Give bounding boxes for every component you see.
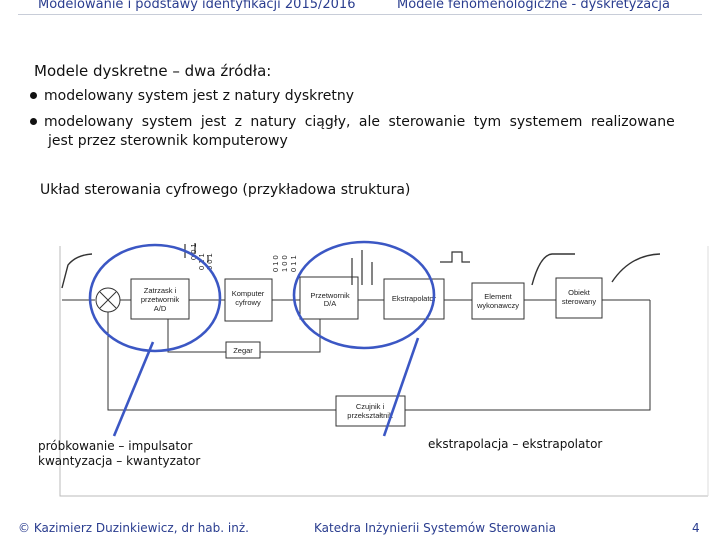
- sensor-block-label-2: przekształtnik: [347, 411, 393, 420]
- bullet-dot-icon: [30, 91, 37, 99]
- computer-block-label-1: Komputer: [232, 289, 265, 298]
- ad-block-label-1: Zatrzask i: [144, 286, 177, 295]
- bullet-dot-icon: [30, 117, 37, 125]
- pointer-line-extrapolation: [382, 337, 420, 437]
- note-sampling-quantization: próbkowanie – impulsator kwantyzacja – k…: [38, 439, 200, 469]
- svg-text:0 1 1: 0 1 1: [289, 255, 298, 272]
- clock-block-label: Zegar: [233, 346, 253, 355]
- da-block-label-2: D/A: [324, 299, 337, 308]
- bits-after-computer: 0 1 0 1 0 0 0 1 1: [271, 255, 298, 272]
- extrapolator-block-label: Ekstrapolator: [392, 294, 437, 303]
- da-block-label-1: Przetwornik: [310, 291, 349, 300]
- note-sampling: próbkowanie – impulsator: [38, 439, 193, 453]
- svg-text:0 1 0: 0 1 0: [271, 255, 280, 272]
- svg-text:1 0 0: 1 0 0: [280, 255, 289, 272]
- ad-block-label-2: przetwornik: [141, 295, 180, 304]
- ad-block-label-3: A/D: [154, 304, 167, 313]
- plant-block-label-2: sterowany: [562, 297, 596, 306]
- bullet-discrete-system: modelowany system jest z natury dyskretn…: [30, 87, 354, 106]
- svg-text:0 0 1: 0 0 1: [189, 243, 198, 260]
- note-quantization: kwantyzacja – kwantyzator: [38, 454, 201, 468]
- footer-author: © Kazimierz Duzinkiewicz, dr hab. inż.: [18, 521, 249, 535]
- pointer-line-sampling: [112, 341, 155, 437]
- bullet-text: modelowany system jest z natury ciągły, …: [44, 114, 675, 130]
- svg-text:0 0 1: 0 0 1: [205, 253, 214, 270]
- header-topic: Modele fenomenologiczne - dyskretyzacja: [397, 0, 670, 12]
- footer-department: Katedra Inżynierii Systemów Sterowania: [314, 521, 556, 535]
- bullet-text: modelowany system jest z natury dyskretn…: [44, 88, 354, 104]
- actuator-block-label-1: Element: [484, 292, 512, 301]
- highlight-da-ellipse: [292, 240, 436, 350]
- slide-title: Modele dyskretne – dwa źródła:: [34, 62, 272, 80]
- computer-block-label-2: cyfrowy: [235, 298, 261, 307]
- actuator-block-label-2: wykonawczy: [476, 301, 519, 310]
- footer-page-number: 4: [692, 521, 700, 535]
- plant-block-label-1: Obiekt: [568, 288, 591, 297]
- bullet-continuous-system: modelowany system jest z natury ciągły, …: [30, 113, 695, 151]
- diagram-heading: Układ sterowania cyfrowego (przykładowa …: [40, 182, 411, 198]
- header-course-title: Modelowanie i podstawy identyfikacji 201…: [38, 0, 356, 12]
- bullet-text-continued: jest przez sterownik komputerowy: [48, 133, 288, 149]
- bits-before-da: 0 0 1 0 1 1 0 0 1: [189, 243, 214, 270]
- highlight-ad-ellipse: [88, 243, 222, 353]
- sensor-block-label-1: Czujnik i: [356, 402, 385, 411]
- note-extrapolation: ekstrapolacja – ekstrapolator: [428, 437, 603, 451]
- header-divider: [18, 14, 702, 15]
